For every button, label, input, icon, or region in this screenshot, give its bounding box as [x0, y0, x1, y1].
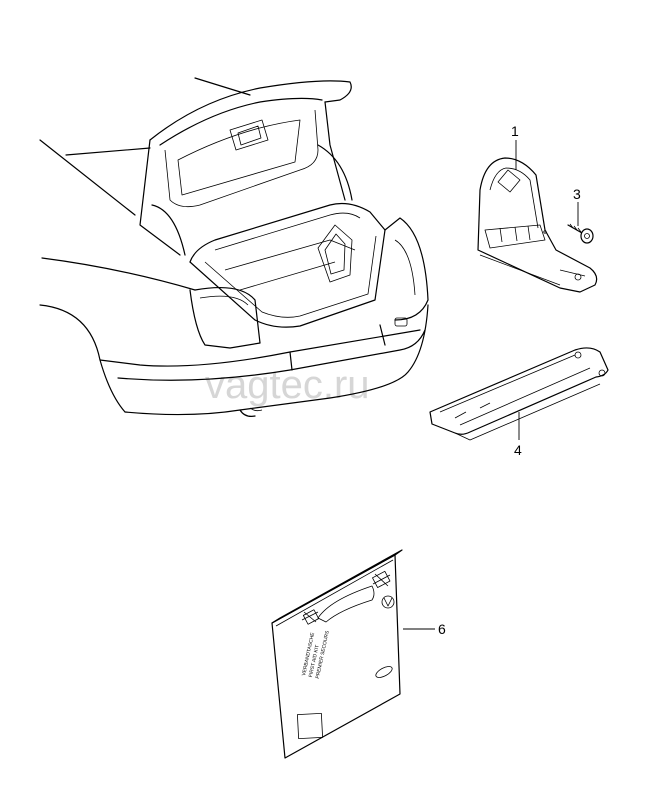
callout-3: 3 — [573, 186, 581, 202]
callout-1: 1 — [511, 123, 519, 139]
watermark: vagtec.ru — [205, 363, 370, 407]
part-1-warning-triangle-holder — [477, 157, 598, 293]
car-rear-illustration — [39, 77, 429, 417]
part-4-jack-holder — [429, 347, 609, 441]
part-3-screw — [567, 223, 594, 244]
part-6-first-aid-kit: VERBANDTASCHE FIRST AID KIT PREMIER SECO… — [271, 549, 403, 759]
callouts: 1 3 4 6 — [403, 123, 581, 637]
callout-6: 6 — [438, 621, 446, 637]
callout-4: 4 — [514, 442, 522, 458]
